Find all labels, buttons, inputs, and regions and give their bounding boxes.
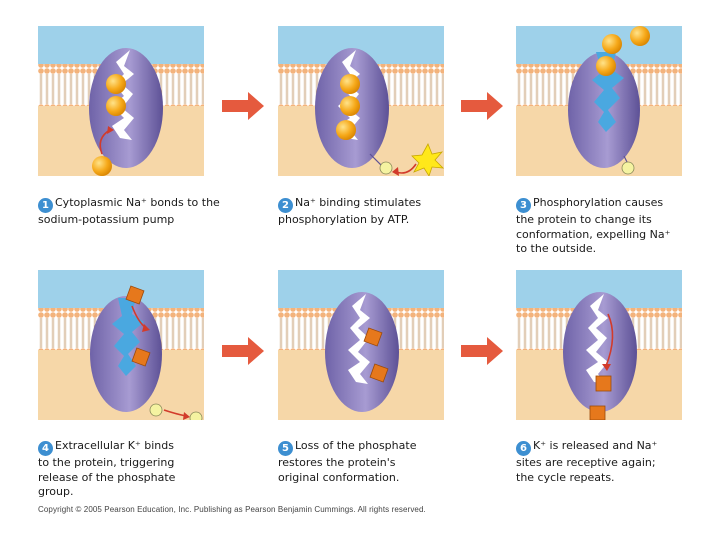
panel-step-2: [278, 26, 444, 176]
step-number-badge: 5: [278, 441, 293, 456]
step-arrow-2-to-3: [461, 92, 503, 120]
potassium-ion: [589, 405, 606, 420]
potassium-ion: [125, 285, 145, 305]
phosphate-group-released: [189, 411, 203, 420]
step-caption-text: Na⁺ binding stimulates phosphorylation b…: [278, 196, 422, 226]
step-number-badge: 1: [38, 198, 53, 213]
sodium-ion: [340, 96, 360, 116]
phosphate-group: [149, 403, 163, 417]
sodium-ion: [596, 56, 616, 76]
step-number-badge: 4: [38, 441, 53, 456]
potassium-ion: [363, 327, 383, 347]
protein-channel: [586, 294, 608, 384]
sodium-ion: [602, 34, 622, 54]
atp-burst: [411, 143, 444, 176]
pump-protein: [89, 48, 163, 168]
step-number-badge: 6: [516, 441, 531, 456]
protein-channel-open: [592, 52, 624, 132]
step-caption-text: K⁺ is released and Na⁺ sites are recepti…: [516, 439, 658, 484]
arrowhead: [142, 324, 150, 332]
pump-protein: [563, 292, 637, 412]
potassium-release-arrow: [605, 313, 614, 367]
sodium-ion: [106, 74, 126, 94]
arrowhead: [602, 364, 611, 371]
arrowhead: [183, 412, 190, 420]
potassium-ion: [369, 363, 389, 383]
step-number-badge: 2: [278, 198, 293, 213]
sodium-ion: [106, 96, 126, 116]
panel-step-6: [516, 270, 682, 420]
phosphate-group: [379, 161, 393, 175]
protein-channel: [338, 50, 360, 140]
arrowhead: [392, 167, 399, 176]
protein-channel: [348, 294, 370, 384]
protein-channel: [112, 50, 134, 140]
step-number-badge: 3: [516, 198, 531, 213]
panel-step-3: [516, 26, 682, 176]
step-arrow-1-to-2: [222, 92, 264, 120]
step-caption-text: Loss of the phosphate restores the prote…: [278, 439, 417, 484]
arrowhead: [107, 126, 114, 134]
panel-step-4: [38, 270, 204, 420]
step-caption-text: Cytoplasmic Na⁺ bonds to the sodium-pota…: [38, 196, 220, 226]
step-arrow-5-to-6: [461, 337, 503, 365]
potassium-ion: [131, 347, 151, 367]
copyright-notice: Copyright © 2005 Pearson Education, Inc.…: [38, 505, 426, 514]
pump-protein: [325, 292, 399, 412]
panel-step-1: [38, 26, 204, 176]
sodium-ion: [340, 74, 360, 94]
sodium-ion: [336, 120, 356, 140]
step-caption-text: Phosphorylation causes the protein to ch…: [516, 196, 671, 255]
sodium-ion: [92, 156, 112, 176]
step-caption-text: Extracellular K⁺ binds to the protein, t…: [38, 439, 176, 498]
step-arrow-4-to-5: [222, 337, 264, 365]
potassium-ion: [595, 375, 612, 392]
protein-channel-open: [112, 298, 144, 376]
panel-step-5: [278, 270, 444, 420]
sodium-ion: [630, 26, 650, 46]
phosphate-group: [621, 161, 635, 175]
